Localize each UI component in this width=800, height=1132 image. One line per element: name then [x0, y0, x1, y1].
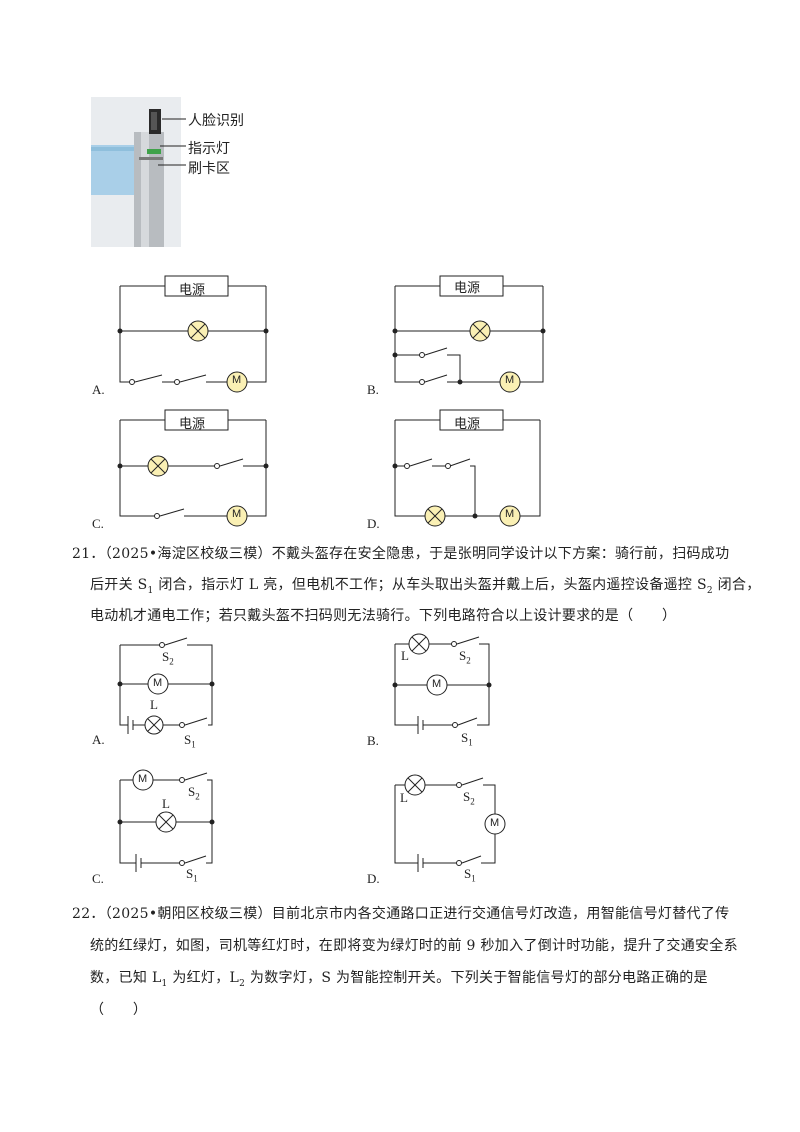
q21-option-c[interactable]: C. M L S1 S2	[90, 765, 230, 894]
circuit-diagram	[394, 774, 506, 872]
power-label: 电源	[454, 281, 481, 296]
q21-line-3: 电动机才通电工作；若只戴头盔不扫码则无法骑行。下列电路符合以上设计要求的是（ ）	[90, 608, 677, 624]
option-letter: B.	[367, 382, 379, 397]
power-label: 电源	[454, 417, 481, 432]
switch-s2-label: S2	[459, 648, 471, 666]
q21-option-d[interactable]: D. M L S1 S2	[365, 765, 525, 894]
power-label: 电源	[179, 417, 206, 432]
q22-line-1: 22．（2025•朝阳区校级三模）目前北京市内各交通路口正进行交通信号灯改造，用…	[72, 906, 730, 922]
circuit-diagram	[117, 409, 269, 527]
motor-label: M	[232, 374, 242, 386]
switch-s2-label: S2	[162, 649, 174, 667]
circuit-diagram	[117, 637, 215, 735]
circuit-diagram	[392, 633, 492, 734]
option-letter: A.	[92, 732, 105, 747]
motor-label: M	[153, 677, 163, 689]
switch-s1-label: S1	[461, 730, 473, 748]
q20-option-b[interactable]: B. 电源 M	[365, 270, 565, 404]
q22-line-2: 统的红绿灯，如图，司机等红灯时，在即将变为绿灯时的前 9 秒加入了倒计时功能，提…	[90, 938, 738, 954]
switch-s2-label: S2	[463, 789, 475, 807]
circuit-diagram	[392, 409, 541, 527]
power-label: 电源	[179, 283, 206, 298]
lamp-label: L	[400, 790, 408, 805]
callout-indicator-light: 指示灯	[188, 141, 230, 157]
circuit-diagram	[392, 275, 546, 393]
option-letter: A.	[92, 382, 105, 397]
q21-option-a[interactable]: A. M L S1 S2	[90, 635, 230, 754]
q21-line-2: 后开关 S1 闭合，指示灯 L 亮，但电机不工作；从车头取出头盔并戴上后，头盔内…	[90, 577, 761, 596]
motor-label: M	[505, 508, 515, 520]
motor-label: M	[232, 508, 242, 520]
q20-option-d[interactable]: D. 电源 M	[365, 402, 565, 536]
option-letter: C.	[92, 871, 104, 886]
callout-face-recognition: 人脸识别	[188, 113, 244, 129]
q22-line-3: 数，已知 L1 为红灯，L2 为数字灯，S 为智能控制开关。下列关于智能信号灯的…	[90, 970, 708, 989]
option-letter: D.	[367, 516, 380, 531]
q20-option-c[interactable]: C. 电源 M	[90, 402, 290, 536]
motor-label: M	[505, 374, 515, 386]
switch-s2-label: S2	[188, 784, 200, 802]
option-letter: B.	[367, 733, 379, 748]
q21-line-1: 21．（2025•海淀区校级三模）不戴头盔存在安全隐患，于是张明同学设计以下方案…	[72, 546, 730, 562]
lamp-label: L	[162, 796, 170, 811]
callout-card-area: 刷卡区	[188, 161, 230, 177]
motor-label: M	[432, 678, 442, 690]
option-letter: D.	[367, 871, 380, 886]
q22-line-4: （ ）	[90, 1002, 148, 1018]
callout-lines	[158, 118, 186, 166]
q21-option-b[interactable]: B. M L S1 S2	[365, 630, 505, 754]
switch-s1-label: S1	[184, 732, 196, 750]
motor-label: M	[490, 817, 500, 829]
q20-option-a[interactable]: A. 电源 M	[90, 270, 290, 404]
gate-photo	[91, 97, 181, 247]
lamp-label: L	[401, 648, 409, 663]
switch-s1-label: S1	[186, 866, 198, 884]
lamp-label: L	[150, 697, 158, 712]
circuit-diagram	[117, 769, 215, 872]
switch-s1-label: S1	[464, 866, 476, 884]
option-letter: C.	[92, 516, 104, 531]
motor-label: M	[138, 773, 148, 785]
circuit-diagram	[117, 275, 269, 393]
